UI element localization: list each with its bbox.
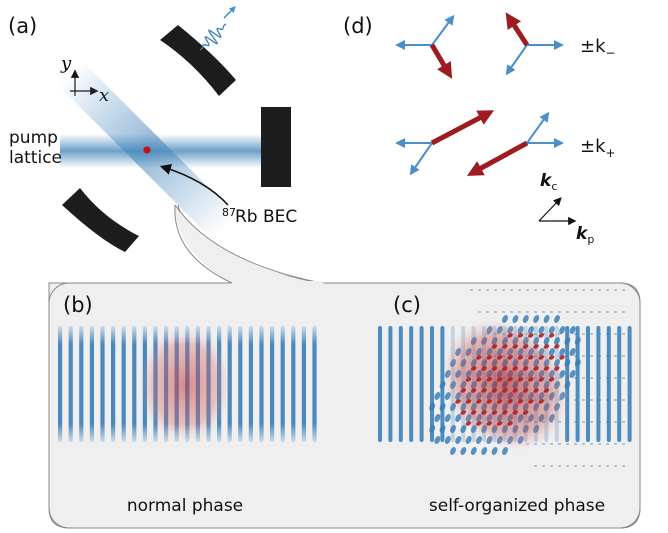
self-organized-atom-density bbox=[441, 319, 569, 451]
bec-label: Rb BEC bbox=[235, 207, 297, 227]
cavity-mirror-top bbox=[160, 25, 236, 96]
bec-isotope: 87 bbox=[222, 206, 236, 219]
cavity-mirror-bottom bbox=[62, 188, 139, 252]
pump-label-line2: lattice bbox=[9, 148, 62, 168]
k-plus-vector-set-1 bbox=[395, 110, 495, 176]
zoom-callout-tail bbox=[175, 205, 320, 284]
panel-c-label: (c) bbox=[393, 293, 421, 317]
pump-label-line1: pump bbox=[9, 128, 58, 148]
normal-phase-caption: normal phase bbox=[127, 496, 243, 516]
k-plus-vector-set-2 bbox=[466, 111, 564, 176]
panel-b: (b) normal phase bbox=[52, 293, 324, 516]
retro-mirror bbox=[261, 107, 291, 187]
k-minus-vector-set-1 bbox=[395, 14, 455, 79]
self-organized-atom-dots bbox=[455, 333, 565, 426]
panel-b-label: (b) bbox=[63, 293, 93, 317]
k-minus-label: ±k− bbox=[580, 36, 616, 60]
k-reference-axes-icon bbox=[538, 197, 577, 226]
panel-a-label: (a) bbox=[8, 14, 37, 38]
kp-label: kp bbox=[576, 224, 594, 246]
panel-d: (d) ±k− ±k+ bbox=[343, 12, 616, 246]
axis-y-label: y bbox=[60, 53, 72, 74]
panel-a: (a) y x pump lattice 87 Rb bbox=[8, 6, 297, 252]
photon-wavepacket-icon bbox=[199, 6, 236, 51]
panel-c: (c) self-organized phase bbox=[378, 289, 632, 516]
self-organized-phase-caption: self-organized phase bbox=[429, 496, 605, 516]
panel-d-label: (d) bbox=[343, 14, 373, 38]
bec-pointer-arrow bbox=[159, 163, 229, 206]
k-minus-vector-set-2 bbox=[505, 12, 564, 76]
k-plus-label: ±k+ bbox=[580, 136, 616, 160]
kc-label: kc bbox=[540, 171, 557, 193]
bec-atom-cloud bbox=[143, 146, 151, 154]
